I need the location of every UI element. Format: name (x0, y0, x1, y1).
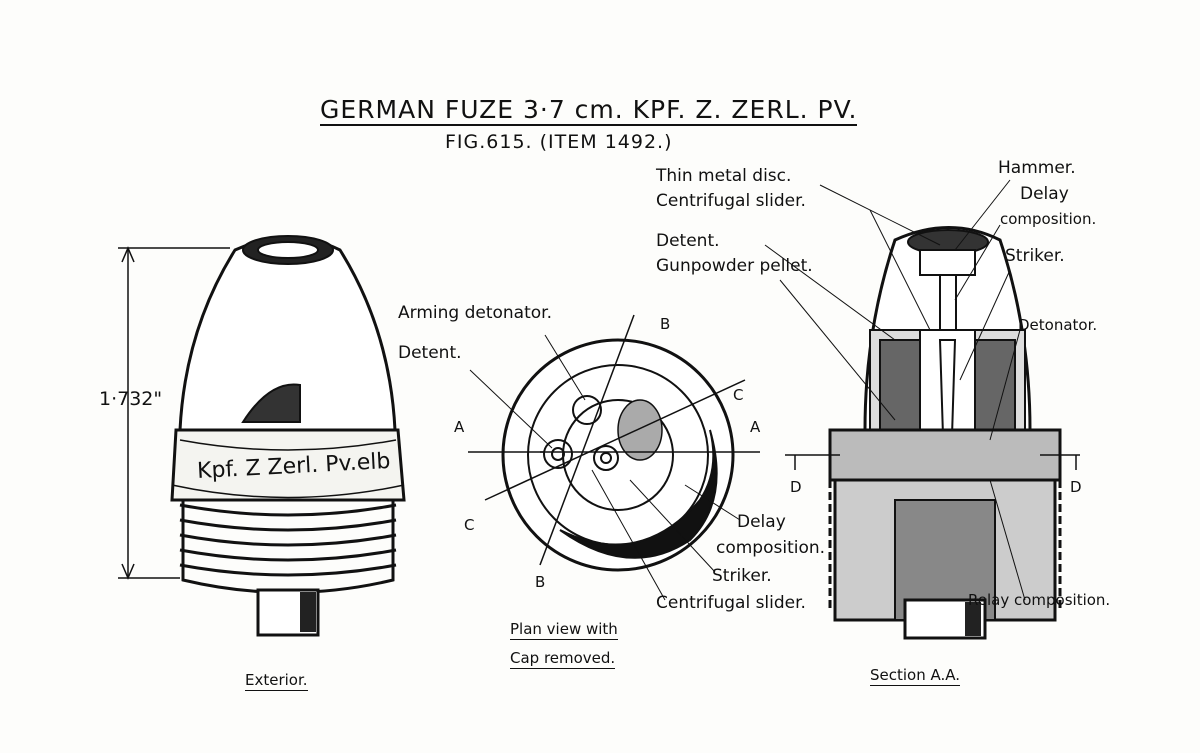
label-delay-plan-1: Delay (737, 512, 786, 532)
label-arming-detonator: Arming detonator. (398, 303, 552, 323)
section-mark-b-bottom: B (535, 573, 546, 591)
label-detent-plan: Detent. (398, 343, 462, 363)
label-hammer: Hammer. (998, 158, 1076, 178)
plan-caption-line2: Cap removed. (510, 649, 616, 669)
exterior-fuze-drawing (118, 235, 406, 637)
diagram-title: GERMAN FUZE 3·7 cm. KPF. Z. ZERL. PV. (320, 95, 858, 126)
plan-view-drawing (468, 314, 760, 601)
label-centrifugal-slider-plan: Centrifugal slider. (656, 593, 806, 613)
label-striker-plan: Striker. (712, 566, 772, 586)
section-mark-a-left: A (454, 418, 465, 436)
label-striker-section: Striker. (1005, 246, 1065, 266)
label-detonator: Detonator. (1018, 316, 1098, 334)
plan-caption-line1: Plan view with (510, 620, 618, 640)
label-relay-composition: Relay composition. (968, 591, 1111, 609)
label-thin-metal-disc: Thin metal disc. (656, 166, 792, 186)
section-mark-d-right: D (1070, 478, 1082, 496)
label-delay-section-2: composition. (1000, 210, 1097, 228)
section-mark-c-top: C (733, 386, 744, 404)
section-caption: Section A.A. (870, 666, 961, 686)
section-mark-c-bottom: C (464, 516, 475, 534)
exterior-caption: Exterior. (245, 671, 308, 691)
label-gunpowder-pellet: Gunpowder pellet. (656, 256, 813, 276)
label-centrifugal-slider-section: Centrifugal slider. (656, 191, 806, 211)
figure-number: FIG.615. (ITEM 1492.) (445, 131, 673, 153)
section-mark-a-right: A (750, 418, 761, 436)
section-mark-d-left: D (790, 478, 802, 496)
section-mark-b-top: B (660, 315, 671, 333)
label-delay-plan-2: composition. (716, 538, 826, 558)
height-dimension: 1·732" (99, 388, 163, 410)
label-detent-section: Detent. (656, 231, 720, 251)
section-view-drawing (764, 179, 1080, 640)
label-delay-section-1: Delay (1020, 184, 1069, 204)
